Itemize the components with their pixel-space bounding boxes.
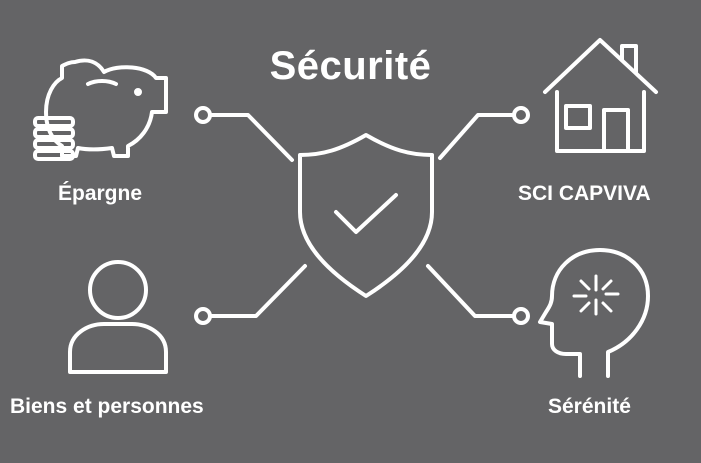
label-serenite: Sérénité bbox=[548, 395, 631, 418]
house-icon bbox=[545, 40, 656, 151]
label-sci-capviva: SCI CAPVIVA bbox=[518, 182, 651, 205]
shield-check-icon bbox=[300, 135, 432, 296]
label-epargne: Épargne bbox=[58, 182, 143, 205]
connector-serenite bbox=[428, 266, 528, 323]
piggy-bank-coins-icon bbox=[35, 60, 166, 159]
label-biens-et-personnes: Biens et personnes bbox=[10, 395, 204, 418]
head-sparkle-icon bbox=[540, 250, 648, 376]
connector-sci bbox=[440, 108, 528, 158]
person-icon bbox=[70, 262, 166, 372]
diagram-title: Sécurité bbox=[269, 44, 432, 88]
connector-epargne bbox=[196, 108, 292, 160]
connector-biens bbox=[196, 266, 305, 323]
